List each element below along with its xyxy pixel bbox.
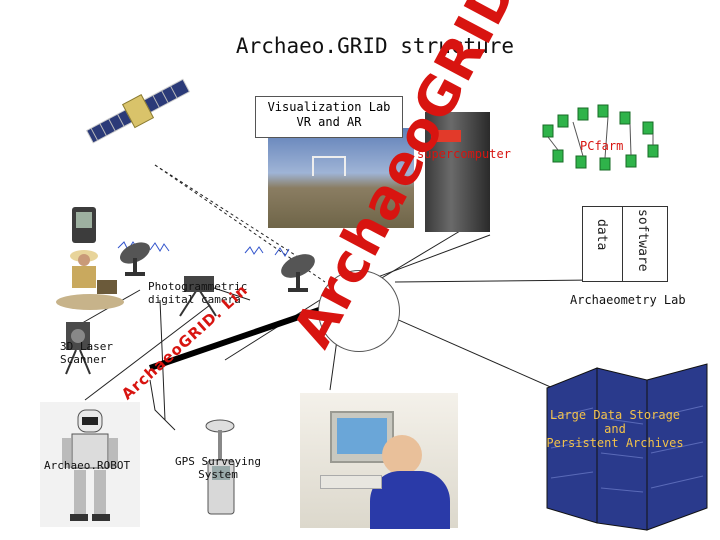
satellite-dish-right-icon	[281, 254, 315, 292]
viz-line-2: VR and AR	[296, 115, 362, 129]
laser-line-1: 3D Laser	[60, 340, 113, 353]
robot-icon	[62, 409, 118, 521]
archaeologist-icon	[56, 250, 124, 310]
camera-label: Photogrammetric digital camera	[148, 280, 248, 306]
laser-line-2: Scanner	[60, 353, 107, 366]
satellite-icon	[85, 78, 191, 144]
data-label: data	[594, 219, 609, 251]
page-title: Archaeo.GRID structure	[235, 34, 515, 58]
gps-device-icon	[205, 419, 235, 515]
laser-label: 3D Laser Scanner	[60, 340, 113, 366]
screen-frame	[312, 156, 346, 176]
keyboard-icon	[320, 475, 382, 489]
laser-scanner-icon	[65, 322, 91, 375]
satellite-dish-left-icon	[120, 242, 150, 276]
monitor-screen	[337, 418, 387, 454]
monitor-icon	[330, 411, 394, 463]
camera-icon	[179, 276, 217, 317]
person-body	[370, 471, 450, 529]
storage-line-3: Persistent Archives	[546, 436, 684, 450]
robot-label: Archaeo.ROBOT	[44, 459, 131, 472]
viz-line-1: Visualization Lab	[267, 100, 391, 114]
supercomputer-icon	[425, 112, 490, 232]
gps-line-2: System	[198, 468, 238, 481]
storage-line-2: and	[604, 422, 626, 436]
software-label: software	[635, 209, 650, 272]
storage-line-1: Large Data Storage	[549, 408, 681, 422]
pcfarm-label: PCfarm	[580, 139, 624, 153]
person-head	[382, 435, 422, 475]
pda-screen	[76, 212, 92, 228]
storage-label: Large Data Storage and Persistent Archiv…	[545, 408, 685, 450]
camera-line-2: digital camera	[148, 293, 241, 306]
pda-icon	[72, 207, 96, 243]
archaeometry-label: Archaeometry Lab	[570, 293, 686, 307]
supercomputer-label: supercomputer	[417, 147, 511, 161]
data-box: data	[582, 206, 624, 282]
visualization-lab-photo	[268, 128, 414, 228]
supercomputer-panel	[431, 130, 461, 142]
visualization-lab-label: Visualization Lab VR and AR	[255, 96, 403, 138]
gps-label: GPS Surveying System	[168, 455, 268, 481]
gps-line-1: GPS Surveying	[174, 455, 262, 468]
robot-photo: Archaeo.ROBOT	[40, 402, 140, 527]
pcfarm-icon	[542, 104, 659, 171]
software-box: software	[622, 206, 668, 282]
camera-line-1: Photogrammetric	[148, 280, 248, 293]
storage-icon	[546, 363, 708, 531]
workstation-photo	[300, 393, 458, 529]
grid-hub	[318, 270, 400, 352]
